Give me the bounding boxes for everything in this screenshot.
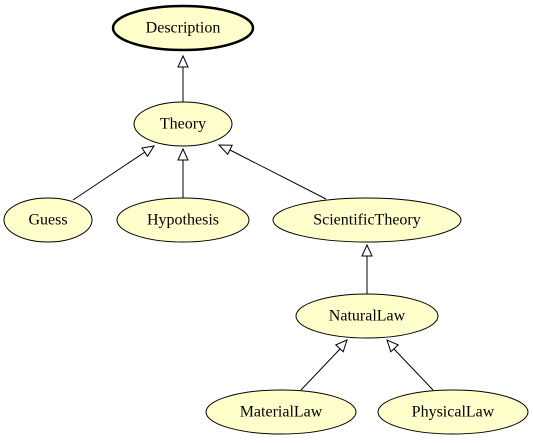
inheritance-arrowhead bbox=[217, 144, 234, 156]
node-label-hypothesis: Hypothesis bbox=[147, 212, 219, 229]
inheritance-arrowhead bbox=[386, 339, 400, 353]
edge-guess-theory bbox=[72, 145, 156, 201]
node-scientifictheory[interactable]: ScientificTheory bbox=[272, 197, 462, 243]
node-description[interactable]: Description bbox=[111, 4, 255, 52]
edge-theory-description bbox=[177, 54, 189, 102]
node-label-naturallaw: NaturalLaw bbox=[329, 308, 406, 325]
inheritance-arrowhead bbox=[334, 339, 348, 353]
inheritance-arrowhead bbox=[361, 243, 373, 257]
edge-hypothesis-theory bbox=[177, 147, 189, 198]
node-physicallaw[interactable]: PhysicalLaw bbox=[377, 389, 529, 435]
edge-naturallaw-scientifictheory bbox=[361, 243, 373, 294]
node-label-physicallaw: PhysicalLaw bbox=[412, 404, 495, 421]
edge-physicallaw-naturallaw bbox=[386, 339, 434, 391]
edge-materiallaw-naturallaw bbox=[300, 339, 348, 391]
inheritance-arrowhead bbox=[177, 54, 189, 68]
inheritance-arrowhead bbox=[141, 145, 156, 158]
node-label-materiallaw: MaterialLaw bbox=[240, 404, 323, 421]
inheritance-arrowhead bbox=[177, 147, 189, 161]
node-guess[interactable]: Guess bbox=[3, 197, 93, 243]
node-label-scientifictheory: ScientificTheory bbox=[313, 212, 421, 229]
edge-scientifictheory-theory bbox=[217, 144, 327, 200]
node-hypothesis[interactable]: Hypothesis bbox=[116, 197, 250, 243]
node-theory[interactable]: Theory bbox=[133, 101, 233, 147]
node-label-guess: Guess bbox=[28, 212, 67, 229]
node-label-description: Description bbox=[146, 20, 221, 37]
node-label-theory: Theory bbox=[160, 116, 206, 133]
node-naturallaw[interactable]: NaturalLaw bbox=[295, 293, 439, 339]
node-materiallaw[interactable]: MaterialLaw bbox=[205, 389, 357, 435]
